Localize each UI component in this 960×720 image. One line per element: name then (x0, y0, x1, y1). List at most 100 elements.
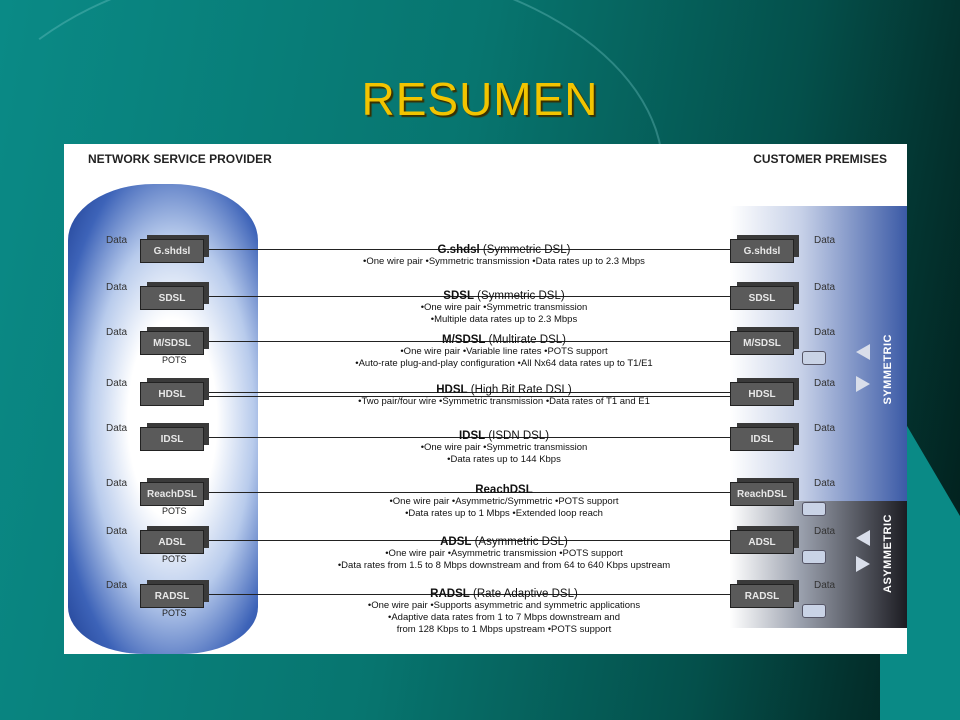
row-bullet-line: •One wire pair •Symmetric transmission (420, 442, 588, 453)
provider-box: HDSL (140, 382, 204, 406)
row-description: ADSL (Asymmetric DSL)•One wire pair •Asy… (274, 536, 734, 572)
row-bullet-line: •One wire pair •Symmetric transmission (420, 302, 588, 313)
row-description: ReachDSL•One wire pair •Asymmetric/Symme… (274, 484, 734, 520)
row-subtitle: (Asymmetric DSL) (471, 536, 568, 548)
link-line (204, 249, 734, 250)
row-title: ReachDSL (274, 484, 734, 496)
phone-icon (802, 502, 826, 516)
provider-pots-label: POTS (162, 506, 187, 516)
row-bullet-line: •Adaptive data rates from 1 to 7 Mbps do… (388, 612, 620, 623)
customer-data-label: Data (814, 235, 836, 246)
asymmetric-label: ASYMMETRIC (882, 514, 894, 593)
row-subtitle: (ISDN DSL) (485, 430, 550, 442)
link-line (204, 296, 734, 297)
left-header: NETWORK SERVICE PROVIDER (88, 152, 272, 166)
provider-box: IDSL (140, 427, 204, 451)
provider-pots-label: POTS (162, 608, 187, 618)
provider-data-label: Data (106, 282, 128, 293)
row-bullet-line: •One wire pair •Variable line rates •POT… (400, 346, 608, 357)
row-description: HDSL (High Bit Rate DSL)•Two pair/four w… (274, 384, 734, 408)
customer-box: M/SDSL (730, 331, 794, 355)
dsl-diagram: NETWORK SERVICE PROVIDER CUSTOMER PREMIS… (64, 144, 907, 654)
provider-box: RADSL (140, 584, 204, 608)
link-line (204, 341, 734, 342)
link-line (204, 396, 734, 397)
row-subtitle: (Rate Adaptive DSL) (469, 588, 578, 600)
row-bullet-line: •Auto-rate plug-and-play configuration •… (355, 358, 653, 369)
right-header: CUSTOMER PREMISES (753, 152, 887, 166)
provider-box: ADSL (140, 530, 204, 554)
provider-data-label: Data (106, 423, 128, 434)
customer-box: IDSL (730, 427, 794, 451)
customer-data-label: Data (814, 282, 836, 293)
customer-data-label: Data (814, 378, 836, 389)
row-name: RADSL (430, 588, 470, 600)
row-title: M/SDSL (Multirate DSL) (274, 334, 734, 346)
arrow-icon (856, 530, 870, 546)
customer-data-label: Data (814, 580, 836, 591)
row-name: M/SDSL (442, 334, 486, 346)
provider-data-label: Data (106, 327, 128, 338)
customer-box: ADSL (730, 530, 794, 554)
phone-icon (802, 604, 826, 618)
row-bullet-line: •Multiple data rates up to 2.3 Mbps (430, 314, 578, 325)
provider-box: ReachDSL (140, 482, 204, 506)
row-title: SDSL (Symmetric DSL) (274, 290, 734, 302)
customer-data-label: Data (814, 526, 836, 537)
row-subtitle: (Multirate DSL) (485, 334, 566, 346)
row-title: HDSL (High Bit Rate DSL) (274, 384, 734, 396)
provider-pots-label: POTS (162, 355, 187, 365)
link-line (204, 492, 734, 493)
row-title: G.shdsl (Symmetric DSL) (274, 244, 734, 256)
row-bullet-line: •Two pair/four wire •Symmetric transmiss… (358, 396, 650, 407)
symmetric-label: SYMMETRIC (882, 334, 894, 405)
customer-data-label: Data (814, 423, 836, 434)
row-bullet-line: •Data rates up to 144 Kbps (447, 454, 561, 465)
customer-data-label: Data (814, 327, 836, 338)
row-subtitle: (Symmetric DSL) (473, 290, 565, 302)
arrow-icon (856, 376, 870, 392)
arrow-icon (856, 556, 870, 572)
link-line (204, 594, 734, 595)
row-name: G.shdsl (437, 244, 480, 256)
row-subtitle: (Symmetric DSL) (479, 244, 571, 256)
link-line (204, 540, 734, 541)
provider-data-label: Data (106, 580, 128, 591)
customer-box: RADSL (730, 584, 794, 608)
customer-box: G.shdsl (730, 239, 794, 263)
row-bullet-line: •Data rates from 1.5 to 8 Mbps downstrea… (337, 560, 671, 571)
row-name: IDSL (458, 430, 486, 442)
row-bullet-line: •Data rates up to 1 Mbps •Extended loop … (405, 508, 603, 519)
row-name: ADSL (440, 536, 472, 548)
link-line (204, 392, 734, 393)
row-bullet-line: •One wire pair •Asymmetric/Symmetric •PO… (389, 496, 619, 507)
phone-icon (802, 550, 826, 564)
provider-data-label: Data (106, 526, 128, 537)
provider-data-label: Data (106, 378, 128, 389)
row-name: HDSL (436, 384, 468, 396)
row-bullet-line: •One wire pair •Asymmetric transmission … (385, 548, 623, 559)
row-title: ADSL (Asymmetric DSL) (274, 536, 734, 548)
row-bullet-line: •One wire pair •Symmetric transmission •… (363, 256, 645, 267)
row-name: SDSL (443, 290, 474, 302)
row-bullet-line: •One wire pair •Supports asymmetric and … (367, 600, 641, 611)
provider-box: M/SDSL (140, 331, 204, 355)
provider-pots-label: POTS (162, 554, 187, 564)
row-subtitle: (High Bit Rate DSL) (467, 384, 572, 396)
phone-icon (802, 351, 826, 365)
arrow-icon (856, 344, 870, 360)
link-line (204, 437, 734, 438)
row-description: G.shdsl (Symmetric DSL)•One wire pair •S… (274, 244, 734, 268)
row-description: SDSL (Symmetric DSL)•One wire pair •Symm… (274, 290, 734, 326)
row-title: RADSL (Rate Adaptive DSL) (274, 588, 734, 600)
row-description: IDSL (ISDN DSL)•One wire pair •Symmetric… (274, 430, 734, 466)
provider-box: SDSL (140, 286, 204, 310)
row-title: IDSL (ISDN DSL) (274, 430, 734, 442)
provider-data-label: Data (106, 478, 128, 489)
customer-box: SDSL (730, 286, 794, 310)
provider-box: G.shdsl (140, 239, 204, 263)
row-name: ReachDSL (475, 484, 533, 496)
customer-box: HDSL (730, 382, 794, 406)
row-bullet-line: from 128 Kbps to 1 Mbps upstream •POTS s… (396, 624, 612, 635)
slide-title: RESUMEN (361, 73, 599, 125)
